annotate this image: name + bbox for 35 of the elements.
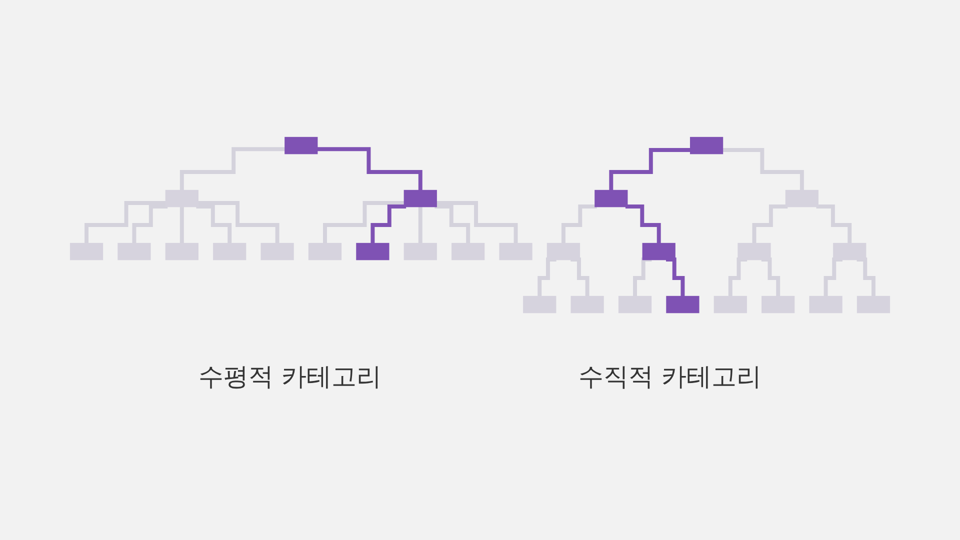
node-box: [70, 242, 104, 260]
node-box: [666, 296, 700, 314]
node-box: [618, 296, 652, 314]
node-box: [356, 242, 390, 260]
node-box: [213, 242, 246, 260]
node-box: [833, 242, 866, 260]
node-box: [308, 242, 342, 260]
node-box: [404, 190, 437, 208]
node-box: [809, 296, 842, 314]
node-box: [499, 242, 532, 260]
node-box: [523, 296, 556, 314]
node-box: [785, 190, 818, 208]
category-caption: 수평적 카테고리: [198, 361, 382, 393]
node-box: [118, 242, 151, 260]
node-box: [284, 136, 318, 154]
connector: [609, 148, 691, 193]
node-box: [856, 296, 890, 314]
node-box: [165, 242, 198, 260]
node-box: [714, 296, 747, 314]
node-box: [404, 242, 437, 260]
node-box: [594, 190, 628, 208]
node-box: [260, 242, 294, 260]
node-box: [690, 136, 724, 154]
node-box: [452, 242, 485, 260]
connector: [666, 257, 685, 299]
node-box: [546, 242, 580, 260]
node-box: [762, 296, 795, 314]
connector: [370, 204, 406, 246]
node-box: [642, 242, 676, 260]
category-caption: 수직적 카테고리: [578, 361, 762, 393]
node-box: [165, 190, 198, 208]
node-box: [570, 296, 604, 314]
connector: [317, 147, 422, 193]
node-box: [738, 242, 771, 260]
connector: [625, 204, 661, 246]
